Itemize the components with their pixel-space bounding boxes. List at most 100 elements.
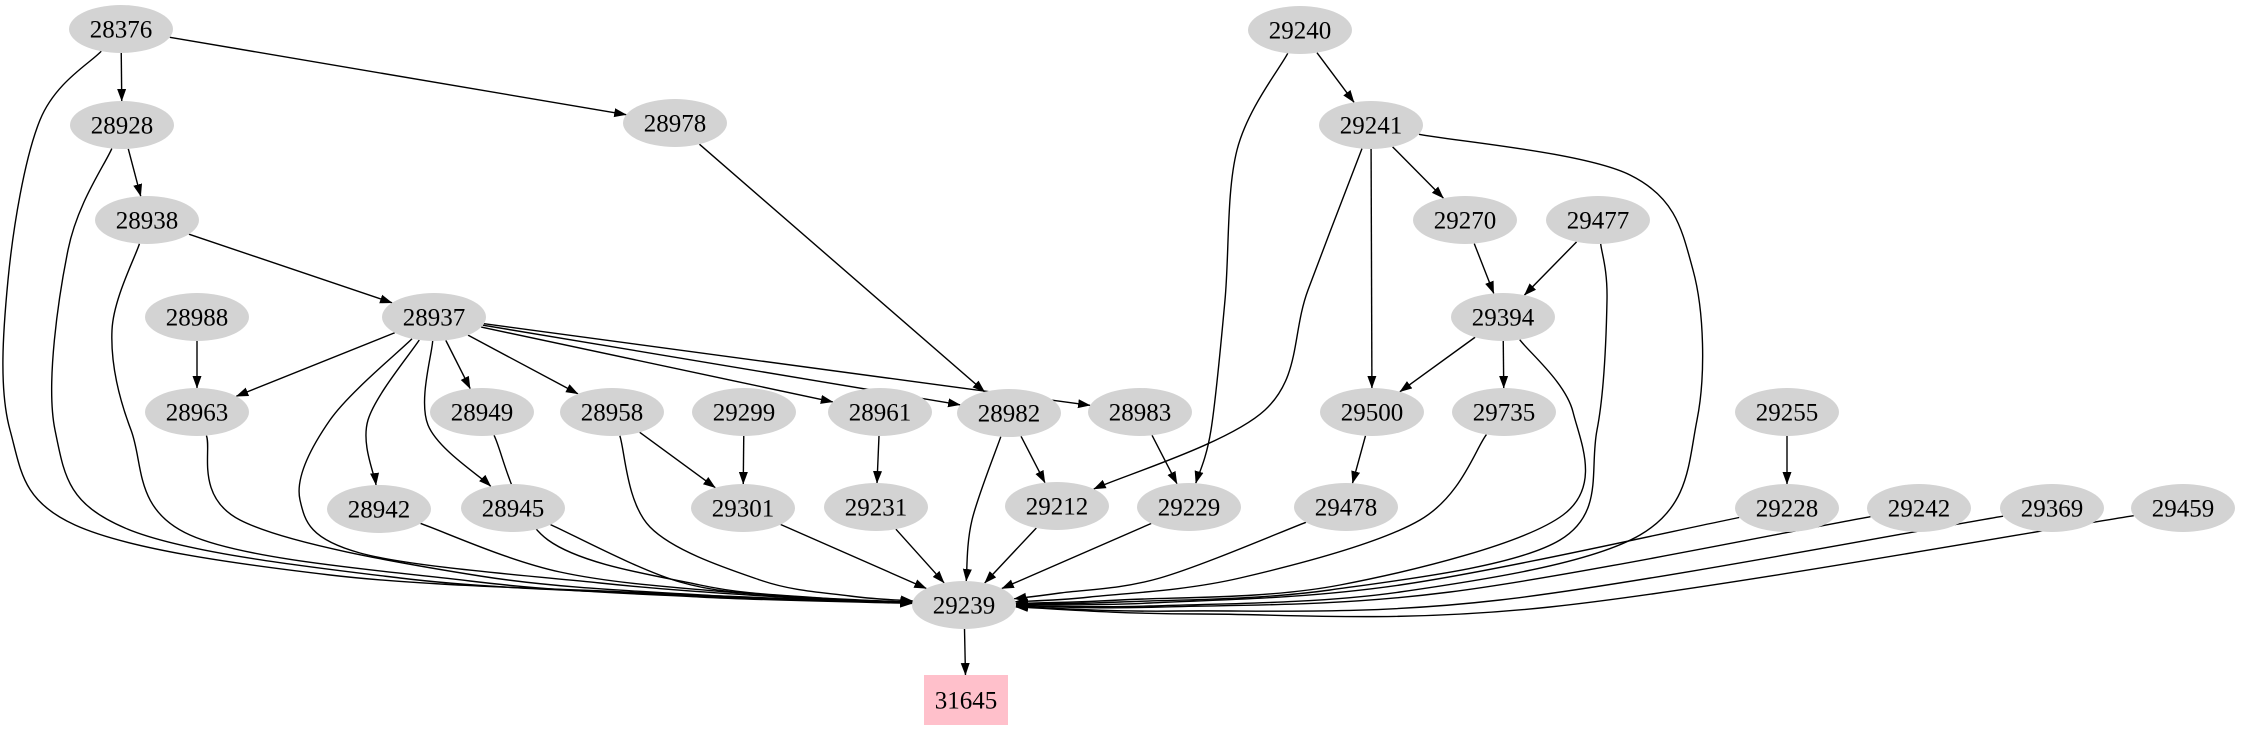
edge-28961-29231 xyxy=(873,435,883,484)
node-label-29212: 29212 xyxy=(1026,494,1089,521)
node-label-28961: 28961 xyxy=(849,400,912,427)
edge-29241-29270 xyxy=(1392,146,1444,199)
node-ellipse-28978 xyxy=(623,99,727,147)
node-ellipse-29228 xyxy=(1735,484,1839,532)
edge-28937-28958 xyxy=(467,334,579,395)
node-29500: 29500 xyxy=(1320,388,1424,436)
node-28376: 28376 xyxy=(69,5,173,53)
node-ellipse-28961 xyxy=(828,388,932,436)
node-label-29477: 29477 xyxy=(1567,208,1630,235)
node-29735: 29735 xyxy=(1452,388,1556,436)
node-31645: 31645 xyxy=(924,675,1008,725)
node-ellipse-29255 xyxy=(1735,388,1839,436)
node-label-28928: 28928 xyxy=(91,113,154,140)
node-ellipse-29239 xyxy=(912,581,1016,629)
node-29228: 29228 xyxy=(1735,484,1839,532)
node-29255: 29255 xyxy=(1735,388,1839,436)
node-label-29270: 29270 xyxy=(1434,208,1497,235)
node-label-29242: 29242 xyxy=(1888,496,1951,523)
edge-28928-28938 xyxy=(127,148,143,197)
node-29477: 29477 xyxy=(1546,196,1650,244)
node-ellipse-28945 xyxy=(461,484,565,532)
node-ellipse-28988 xyxy=(145,293,249,341)
node-ellipse-29270 xyxy=(1413,196,1517,244)
node-28978: 28978 xyxy=(623,99,727,147)
node-ellipse-29242 xyxy=(1867,484,1971,532)
edge-28937-28945 xyxy=(423,340,492,487)
edge-29301-29239 xyxy=(780,523,927,590)
node-box-31645 xyxy=(924,675,1008,725)
edge-29241-29239 xyxy=(1015,133,1704,610)
node-29212: 29212 xyxy=(1005,482,1109,530)
node-ellipse-28982 xyxy=(957,389,1061,437)
edge-29500-29478 xyxy=(1351,435,1367,484)
node-28958: 28958 xyxy=(560,388,664,436)
node-28961: 28961 xyxy=(828,388,932,436)
node-ellipse-29369 xyxy=(2000,484,2104,532)
edge-28938-29239 xyxy=(111,243,913,608)
node-ellipse-28937 xyxy=(382,293,486,341)
edge-29477-29239 xyxy=(1015,243,1608,609)
node-ellipse-29240 xyxy=(1248,6,1352,54)
node-ellipse-28938 xyxy=(95,196,199,244)
node-28982: 28982 xyxy=(957,389,1061,437)
edge-29241-29212 xyxy=(1093,148,1363,490)
node-29241: 29241 xyxy=(1319,101,1423,149)
node-29459: 29459 xyxy=(2131,484,2235,532)
node-ellipse-29299 xyxy=(692,388,796,436)
node-label-29231: 29231 xyxy=(845,495,908,522)
edge-28376-28928 xyxy=(117,52,127,102)
node-label-29228: 29228 xyxy=(1756,496,1819,523)
edge-29229-29239 xyxy=(1001,522,1152,590)
edge-29231-29239 xyxy=(895,528,945,584)
edge-29239-31645 xyxy=(960,628,970,676)
edge-29394-29500 xyxy=(1399,336,1476,393)
edges-layer xyxy=(2,36,2134,676)
edge-28937-28949 xyxy=(445,340,471,390)
node-29229: 29229 xyxy=(1137,483,1241,531)
node-label-29229: 29229 xyxy=(1158,495,1221,522)
edge-28937-28963 xyxy=(235,332,396,397)
node-ellipse-29229 xyxy=(1137,483,1241,531)
node-label-29369: 29369 xyxy=(2021,496,2084,523)
node-ellipse-29301 xyxy=(691,484,795,532)
node-ellipse-29500 xyxy=(1320,388,1424,436)
node-ellipse-28942 xyxy=(327,485,431,533)
edge-28958-29301 xyxy=(639,431,716,489)
edge-29270-29394 xyxy=(1473,243,1495,294)
node-label-28988: 28988 xyxy=(166,305,229,332)
edge-29228-29239 xyxy=(1015,516,1740,609)
edge-28963-29239 xyxy=(205,435,913,608)
edge-29241-29500 xyxy=(1367,148,1377,389)
node-label-28942: 28942 xyxy=(348,497,411,524)
node-29478: 29478 xyxy=(1294,483,1398,531)
node-29369: 29369 xyxy=(2000,484,2104,532)
node-28942: 28942 xyxy=(327,485,431,533)
node-29239: 29239 xyxy=(912,581,1016,629)
node-29240: 29240 xyxy=(1248,6,1352,54)
edge-28937-28942 xyxy=(365,339,420,486)
node-label-29239: 29239 xyxy=(933,593,996,620)
node-label-28982: 28982 xyxy=(978,401,1041,428)
node-label-29478: 29478 xyxy=(1315,495,1378,522)
node-label-29255: 29255 xyxy=(1756,400,1819,427)
node-ellipse-28376 xyxy=(69,5,173,53)
node-label-31645: 31645 xyxy=(935,688,998,715)
node-label-28949: 28949 xyxy=(451,400,514,427)
edge-28376-28978 xyxy=(169,36,627,118)
node-ellipse-29231 xyxy=(824,483,928,531)
node-29242: 29242 xyxy=(1867,484,1971,532)
edge-28938-28937 xyxy=(188,233,393,304)
edge-29299-29301 xyxy=(738,435,748,485)
node-label-28376: 28376 xyxy=(90,17,153,44)
node-label-29301: 29301 xyxy=(712,496,775,523)
node-label-28937: 28937 xyxy=(403,305,466,332)
node-ellipse-29477 xyxy=(1546,196,1650,244)
node-ellipse-28928 xyxy=(70,101,174,149)
node-ellipse-29459 xyxy=(2131,484,2235,532)
node-label-28958: 28958 xyxy=(581,400,644,427)
node-label-29459: 29459 xyxy=(2152,496,2215,523)
